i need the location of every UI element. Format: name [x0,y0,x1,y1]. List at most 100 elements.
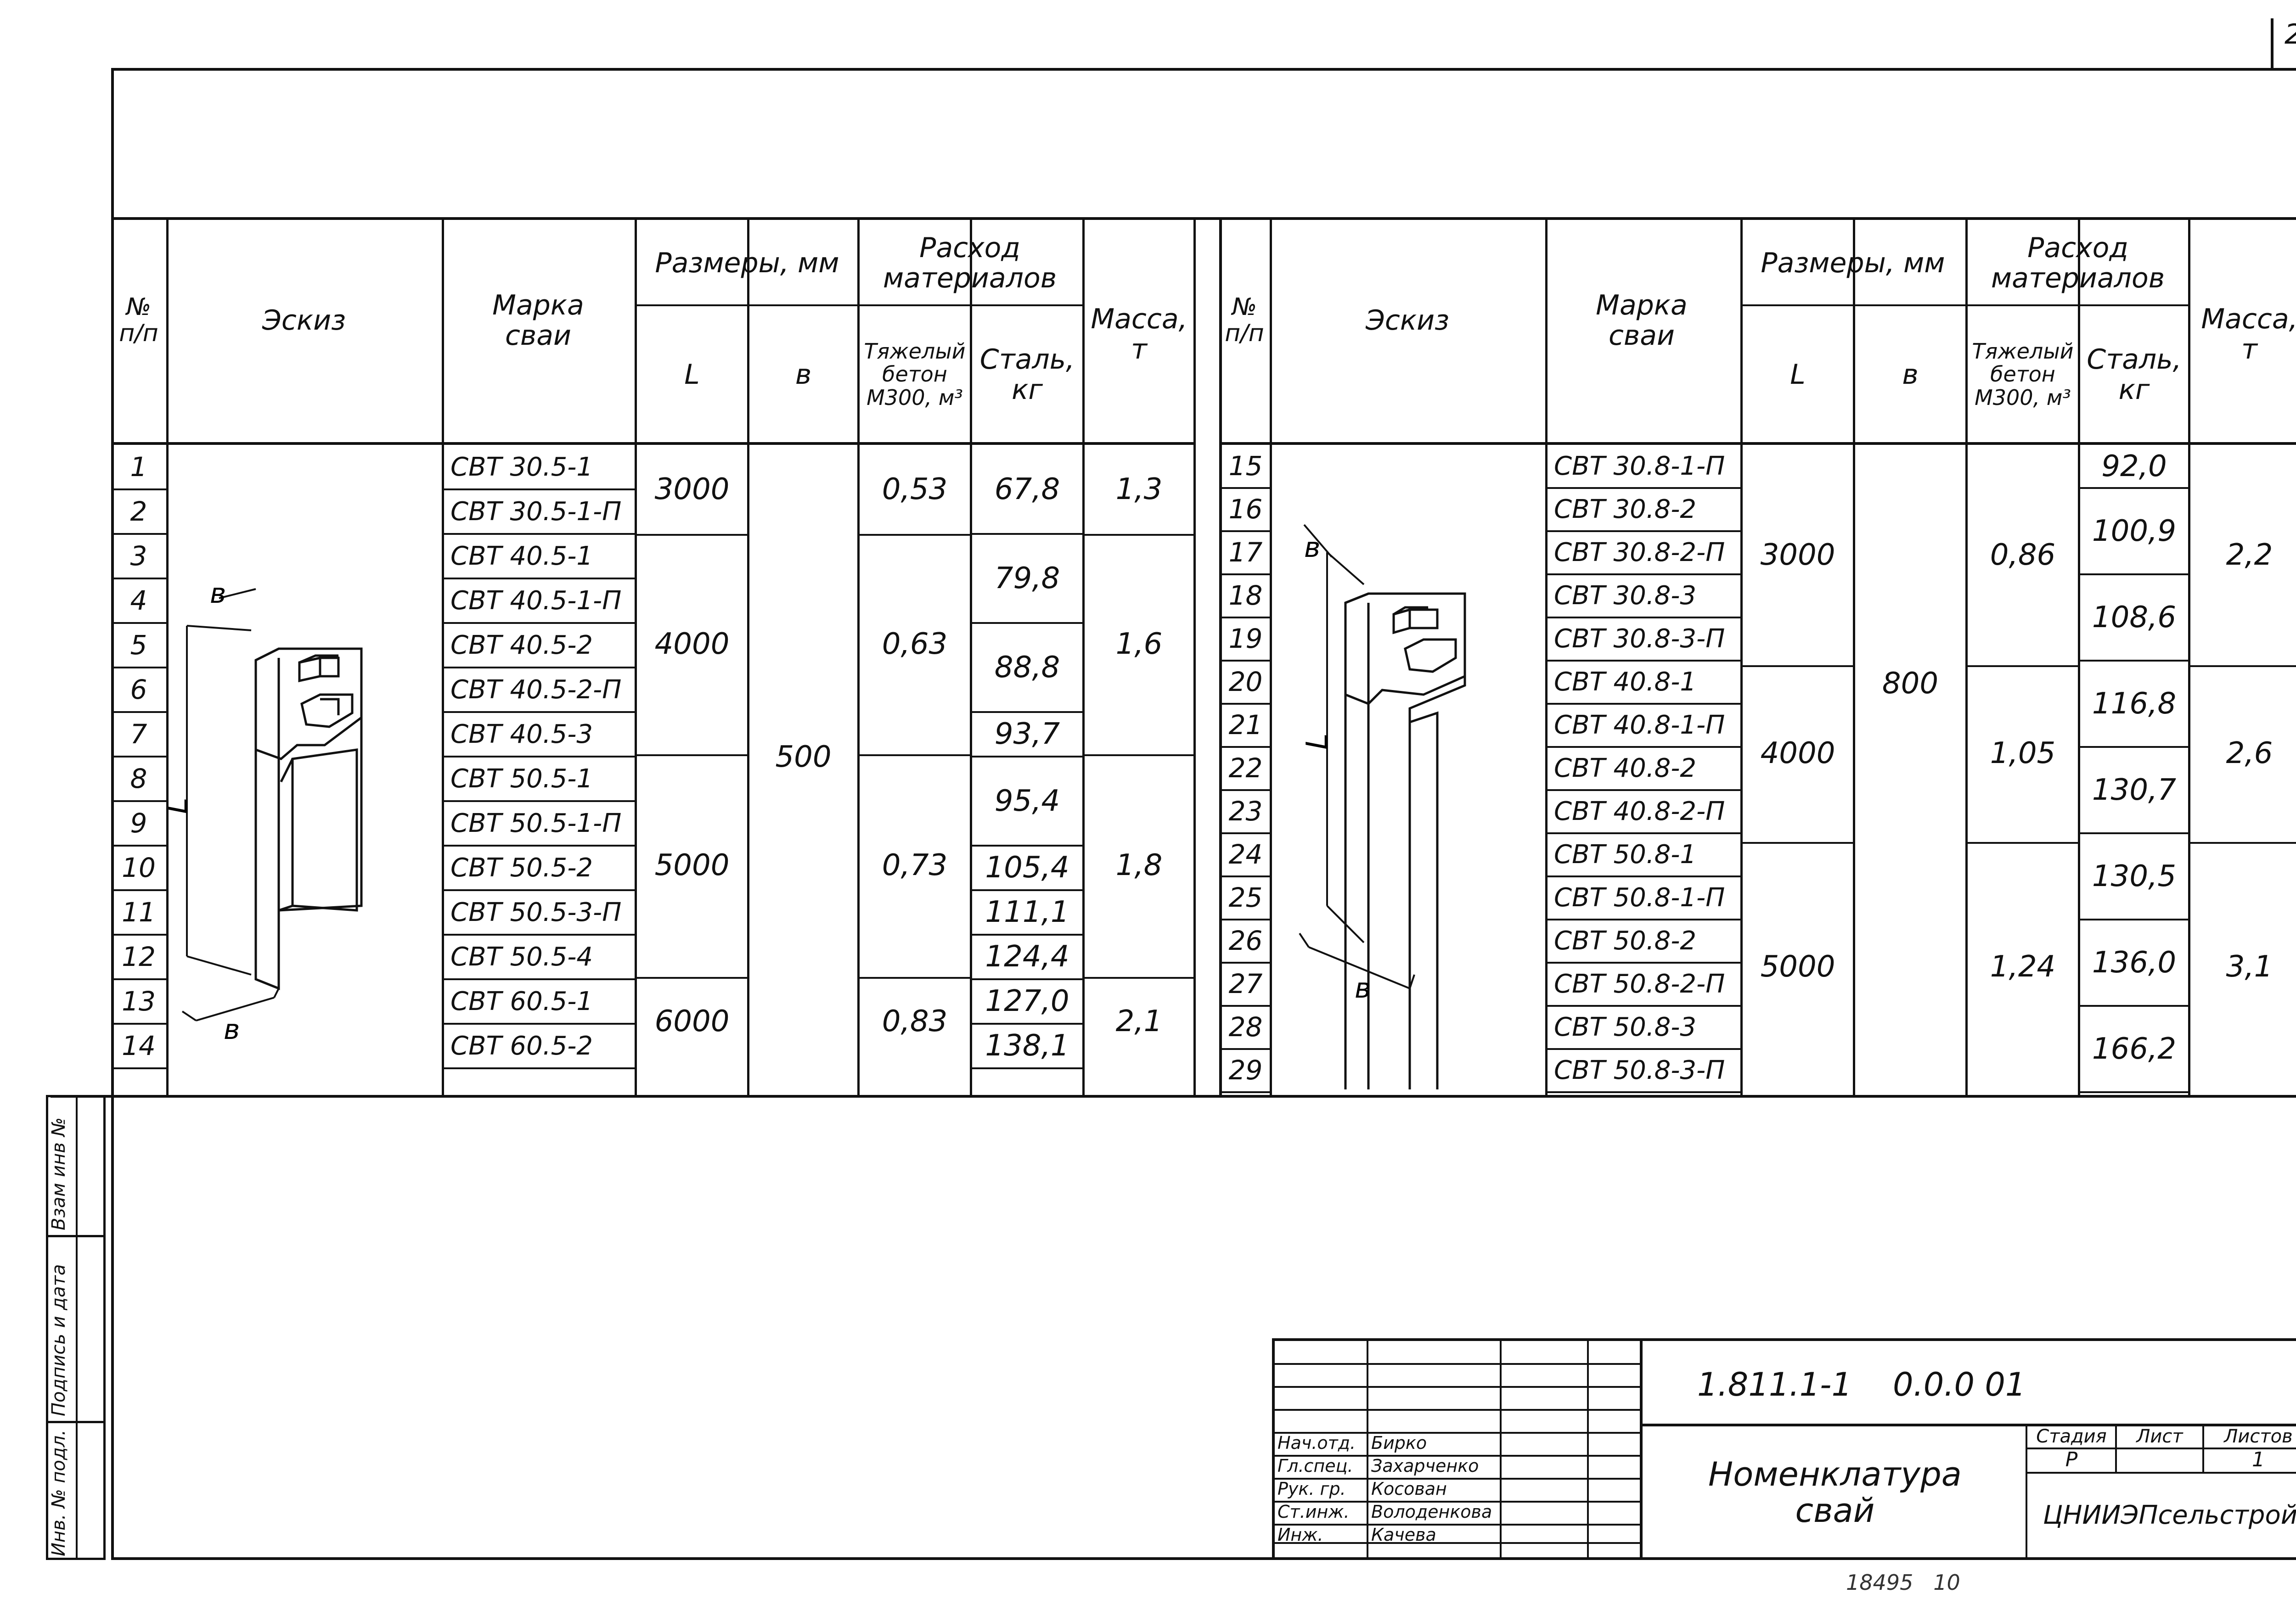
left-header-steel: Сталь, кг [979,343,1075,406]
row-line [442,533,635,535]
row-number: 1 [130,451,147,483]
role-name: Захарченко [1371,1456,1479,1476]
frame-divider-top [111,217,2296,220]
right-header-mark: Марка сваи [1596,289,1688,352]
steel-line [2078,573,2188,575]
left-mass-3: 1,8 [1115,848,1163,883]
row-line [442,756,635,758]
pile-mark: СВТ 50.8-3 [1554,1012,1697,1043]
left-header-mass: Масса, т [1091,303,1187,365]
row-number: 21 [1228,709,1263,741]
steel-value: 92,0 [2101,449,2167,483]
row-line [1545,573,1740,575]
pile-mark: СВТ 30.8-2-П [1554,538,1725,568]
row-number: 28 [1228,1011,1263,1043]
row-number: 2 [130,495,147,527]
right-sketch-L: L [1300,733,1334,750]
row-number: 9 [130,807,147,839]
steel-value: 136,0 [2092,945,2177,980]
left-sketch-b-top: в [210,578,226,610]
left-L-4000: 4000 [654,627,730,661]
left-header-dims: Размеры, мм [655,247,839,279]
left-header-concrete: Тяжелый бетон М300, м³ [864,338,966,410]
left-sketch-L: L [169,797,194,814]
row-line [111,800,166,802]
row-number: 24 [1228,839,1263,870]
steel-value: 93,7 [994,717,1060,752]
row-number: 12 [122,941,156,972]
row-line [111,711,166,713]
right-header-num: № п/п [1225,293,1264,347]
right-header-dims: Размеры, мм [1761,247,1945,279]
left-concrete-2: 0,63 [882,627,948,661]
steel-line [2078,660,2188,662]
right-L-5000: 5000 [1760,950,1835,984]
row-line [442,889,635,891]
row-line [1545,660,1740,662]
row-line [1545,832,1740,834]
steel-value: 88,8 [994,650,1060,685]
row-line [1219,660,1270,662]
pile-mark: СВТ 40.8-1-П [1554,710,1725,741]
stage-value: Р [2065,1448,2078,1471]
steel-value: 127,0 [985,984,1069,1019]
steel-value: 124,4 [985,940,1069,974]
steel-value: 130,5 [2092,859,2177,893]
row-line [1219,746,1270,748]
pile-mark: СВТ 40.8-2-П [1554,797,1725,827]
row-line [442,934,635,936]
row-line [1545,962,1740,964]
pile-mark: СВТ 50.5-4 [450,942,593,972]
pile-mark: СВТ 30.5-1 [450,452,593,482]
pile-mark: СВТ 30.8-3-П [1554,624,1725,654]
right-concrete-1: 0,86 [1990,538,2056,572]
row-number: 16 [1228,494,1263,525]
right-header-materials: Расход материалов [1991,232,2165,294]
right-mass-3: 3,1 [2226,950,2273,984]
steel-line [970,1023,1082,1025]
row-line [442,488,635,490]
row-line [111,578,166,579]
pile-mark: СВТ 60.5-2 [450,1031,593,1061]
role-label: Нач.отд. [1277,1433,1356,1453]
pile-mark: СВТ 50.8-2-П [1554,969,1725,999]
pile-mark: СВТ 40.5-2-П [450,674,622,705]
right-header-L: L [1790,358,1806,391]
left-pile-table: № п/п Эскиз Марка сваи Размеры, мм L в Р… [111,219,1196,1095]
right-mass-2: 2,6 [2226,736,2273,771]
right-pile-table: № п/п Эскиз Марка сваи Размеры, мм L в Р… [1219,219,2296,1095]
row-line [111,1067,166,1069]
steel-line [970,889,1082,891]
row-number: 8 [130,763,147,794]
page-number-box [2271,18,2273,69]
left-concrete-3: 0,73 [882,848,948,883]
left-concrete-4: 0,83 [882,1004,948,1039]
left-header-materials: Расход материалов [883,232,1057,294]
row-line [1219,962,1270,964]
row-line [111,667,166,668]
row-line [1545,1048,1740,1050]
page-number: 21 [2285,18,2296,50]
steel-line [2078,832,2188,834]
sheet-value [2117,1448,2202,1471]
right-sketch-b-bottom: в [1355,972,1371,1004]
row-line [1219,832,1270,834]
row-line [111,934,166,936]
pile-mark: СВТ 40.5-3 [450,719,593,749]
steel-value: 166,2 [2092,1032,2177,1066]
row-line [1219,530,1270,532]
row-line [111,889,166,891]
row-number: 3 [130,540,147,572]
right-sketch-b-top: в [1304,532,1320,564]
steel-line [2078,1005,2188,1007]
right-concrete-3: 1,24 [1990,950,2056,984]
pile-mark: СВТ 50.8-2 [1554,926,1697,956]
row-number: 19 [1228,623,1263,655]
role-name: Бирко [1371,1433,1427,1453]
row-line [1219,789,1270,791]
row-line [111,1023,166,1025]
pile-mark: СВТ 50.8-1-П [1554,883,1725,913]
side-field-replace-inv: Взам инв № [48,1117,69,1230]
row-line [1545,703,1740,705]
steel-line [2078,487,2188,489]
